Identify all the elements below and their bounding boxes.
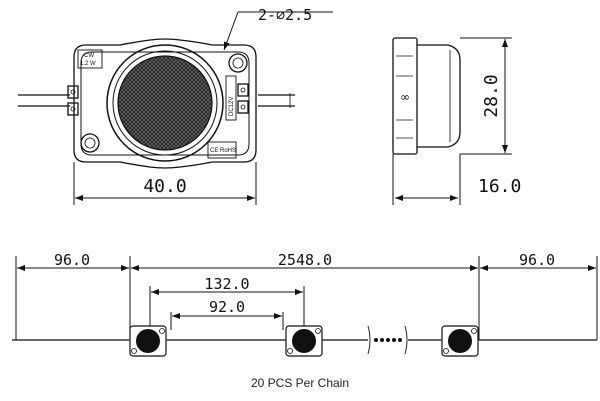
label-box-power bbox=[77, 49, 103, 69]
chain-caption: 20 PCS Per Chain bbox=[250, 376, 350, 390]
hole-callout bbox=[223, 11, 333, 51]
spacing-outer-label: 132.0 bbox=[204, 275, 249, 293]
height-dimension bbox=[460, 37, 512, 155]
pad-right-bottom bbox=[237, 100, 249, 114]
chain-assembly bbox=[12, 325, 597, 355]
width-dimension bbox=[73, 162, 257, 205]
side-lens bbox=[417, 44, 461, 148]
pad-left-bottom bbox=[67, 102, 79, 116]
front-wires bbox=[18, 93, 295, 108]
lens-inner-ring bbox=[112, 50, 218, 156]
side-view bbox=[392, 37, 461, 155]
label-rohs: CE RoHS bbox=[210, 148, 236, 154]
label-box-voltage bbox=[225, 75, 237, 121]
chain-break-dots bbox=[374, 338, 402, 342]
chain-module-1 bbox=[129, 325, 167, 357]
label-color: CW bbox=[84, 53, 94, 59]
chain-length-label: 2548.0 bbox=[278, 251, 332, 269]
front-view bbox=[18, 38, 295, 169]
module-body bbox=[73, 38, 257, 169]
lens-array bbox=[117, 55, 213, 151]
depth-dimension bbox=[392, 154, 461, 205]
pad-right-top bbox=[237, 83, 249, 97]
lead-left-label: 96.0 bbox=[54, 251, 90, 269]
label-voltage: DC12V bbox=[229, 97, 235, 116]
mount-hole-right bbox=[228, 53, 248, 73]
pad-left-top bbox=[67, 85, 79, 99]
label-power: 1.2 W bbox=[80, 61, 96, 67]
chain-module-2 bbox=[285, 325, 323, 357]
spacing-inner-label: 92.0 bbox=[209, 298, 245, 316]
hole-spec-label: 2-⌀2.5 bbox=[258, 6, 312, 24]
depth-dim-label: 16.0 bbox=[478, 176, 521, 197]
module-inner-frame bbox=[80, 51, 250, 156]
label-box-rohs bbox=[207, 141, 237, 159]
mount-hole-left bbox=[80, 133, 100, 153]
chain-module-3 bbox=[441, 325, 479, 357]
height-dim-label: 28.0 bbox=[481, 74, 502, 117]
lead-right-label: 96.0 bbox=[519, 251, 555, 269]
chain-dimensions bbox=[15, 256, 598, 340]
side-base bbox=[392, 37, 418, 155]
width-dim-label: 40.0 bbox=[143, 176, 186, 197]
lens-outer-ring bbox=[106, 44, 224, 162]
side-mark: ∞ bbox=[400, 90, 410, 104]
